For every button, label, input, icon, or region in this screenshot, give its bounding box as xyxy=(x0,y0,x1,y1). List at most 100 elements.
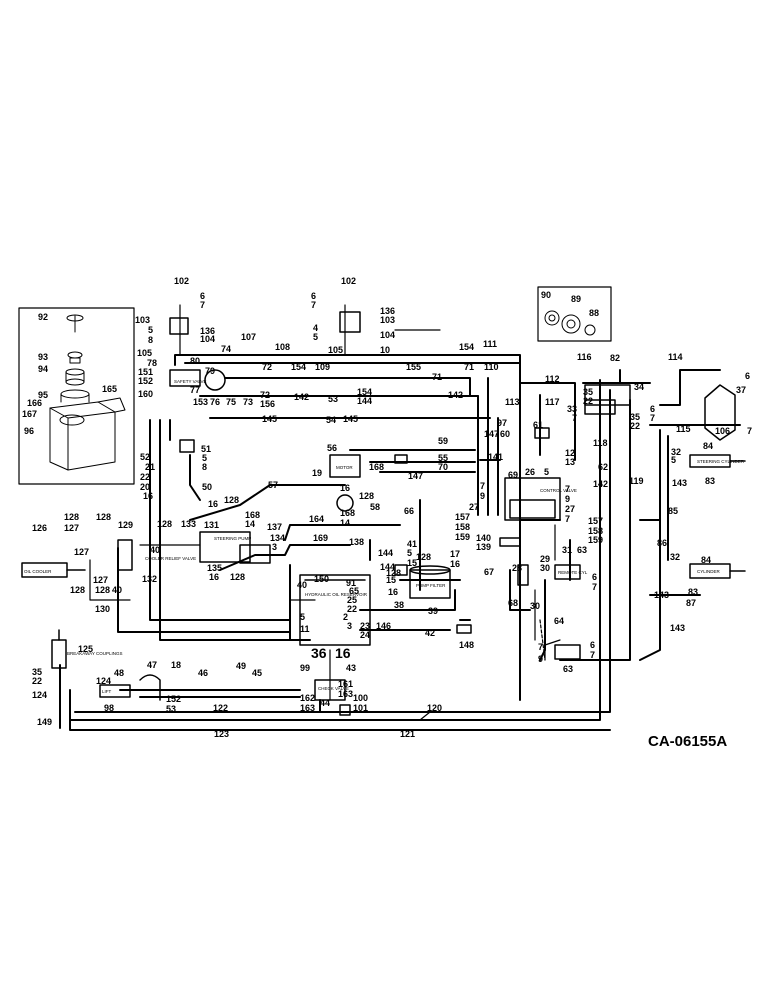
fittings xyxy=(179,427,550,634)
callout-9: 9 xyxy=(538,654,543,664)
remote-cylinder-lower xyxy=(689,563,746,579)
steering-cylinder-label: STEERING CYLINDER xyxy=(697,459,745,464)
callout-132: 132 xyxy=(142,574,157,584)
callout-128: 128 xyxy=(230,572,245,582)
callout-86: 86 xyxy=(657,538,667,548)
callout-158: 158 xyxy=(588,526,603,536)
callout-128: 128 xyxy=(416,552,431,562)
callout-147: 147 xyxy=(484,429,499,439)
callout-142: 142 xyxy=(593,479,608,489)
callout-128: 128 xyxy=(359,491,374,501)
callout-104: 104 xyxy=(200,334,215,344)
callout-43: 43 xyxy=(346,663,356,673)
callout-69: 69 xyxy=(508,470,518,480)
callout-34: 34 xyxy=(634,382,644,392)
callout-115: 115 xyxy=(676,424,691,434)
callout-40: 40 xyxy=(297,580,307,590)
steering-cylinder xyxy=(314,679,351,716)
callout-156: 156 xyxy=(260,399,275,409)
callout-155: 155 xyxy=(406,362,421,372)
callout-78: 78 xyxy=(147,358,157,368)
callout-76: 76 xyxy=(210,397,220,407)
callout-154: 154 xyxy=(357,387,372,397)
callout-159: 159 xyxy=(588,535,603,545)
callout-22: 22 xyxy=(630,421,640,431)
callout-35: 35 xyxy=(32,667,42,677)
callout-98: 98 xyxy=(104,703,114,713)
secondary-lines xyxy=(89,304,561,721)
callout-73: 73 xyxy=(243,397,253,407)
callout-144: 144 xyxy=(380,562,395,572)
callout-5: 5 xyxy=(148,325,153,335)
callout-63: 63 xyxy=(563,664,573,674)
callout-5: 5 xyxy=(300,612,305,622)
callout-14: 14 xyxy=(245,519,255,529)
callout-135: 135 xyxy=(207,563,222,573)
callout-126: 126 xyxy=(32,523,47,533)
callout-36: 36 xyxy=(311,645,327,661)
callout-124: 124 xyxy=(32,690,47,700)
callout-70: 70 xyxy=(438,462,448,472)
callout-24: 24 xyxy=(360,630,370,640)
callout-83: 83 xyxy=(705,476,715,486)
callout-60: 60 xyxy=(500,429,510,439)
callout-144: 144 xyxy=(378,548,393,558)
callout-16: 16 xyxy=(335,645,351,661)
callout-63: 63 xyxy=(577,545,587,555)
callout-124: 124 xyxy=(96,676,111,686)
callout-158: 158 xyxy=(455,522,470,532)
callout-84: 84 xyxy=(701,555,711,565)
callout-2: 2 xyxy=(343,612,348,622)
callout-102: 102 xyxy=(174,276,189,286)
callout-161: 161 xyxy=(338,679,353,689)
callout-55: 55 xyxy=(438,453,448,463)
reservoir-inset-frame xyxy=(18,307,135,485)
callout-49: 49 xyxy=(236,661,246,671)
safety-valve xyxy=(169,369,226,391)
callout-148: 148 xyxy=(459,640,474,650)
callout-105: 105 xyxy=(137,348,152,358)
callout-16: 16 xyxy=(388,587,398,597)
callout-143: 143 xyxy=(670,623,685,633)
callout-85: 85 xyxy=(668,506,678,516)
callout-6: 6 xyxy=(745,371,750,381)
callout-6: 6 xyxy=(592,572,597,582)
callout-53: 53 xyxy=(166,704,176,714)
callout-145: 145 xyxy=(343,414,358,424)
callout-118: 118 xyxy=(593,438,608,448)
callout-77: 77 xyxy=(190,385,200,395)
callout-131: 131 xyxy=(204,520,219,530)
callout-42: 42 xyxy=(425,628,435,638)
reservoir-exploded-view xyxy=(49,314,126,471)
callout-35: 35 xyxy=(630,412,640,422)
callout-30: 30 xyxy=(530,601,540,611)
callout-61: 61 xyxy=(533,420,543,430)
callout-110: 110 xyxy=(484,362,499,372)
callout-136: 136 xyxy=(200,326,215,336)
callout-96: 96 xyxy=(24,426,34,436)
callout-28: 28 xyxy=(512,563,522,573)
callout-163: 163 xyxy=(338,689,353,699)
callout-104: 104 xyxy=(380,330,395,340)
callout-80: 80 xyxy=(190,356,200,366)
callout-7: 7 xyxy=(592,582,597,592)
callout-6: 6 xyxy=(200,291,205,301)
check-valve-label: CHECK VALVE xyxy=(318,686,349,691)
callout-125: 125 xyxy=(78,644,93,654)
callout-95: 95 xyxy=(38,390,48,400)
callout-157: 157 xyxy=(455,512,470,522)
callout-52: 52 xyxy=(140,452,150,462)
callout-162: 162 xyxy=(300,693,315,703)
cooler-relief-valve-label: COOLER RELIEF VALVE xyxy=(145,556,196,561)
callout-7: 7 xyxy=(311,300,316,310)
callout-168: 168 xyxy=(340,508,355,518)
callout-9: 9 xyxy=(565,494,570,504)
callout-83: 83 xyxy=(688,587,698,597)
callout-71: 71 xyxy=(432,372,442,382)
callout-20: 20 xyxy=(140,482,150,492)
callout-27: 27 xyxy=(565,504,575,514)
callout-159: 159 xyxy=(455,532,470,542)
callout-58: 58 xyxy=(370,502,380,512)
motor-valve-upper xyxy=(169,311,361,335)
